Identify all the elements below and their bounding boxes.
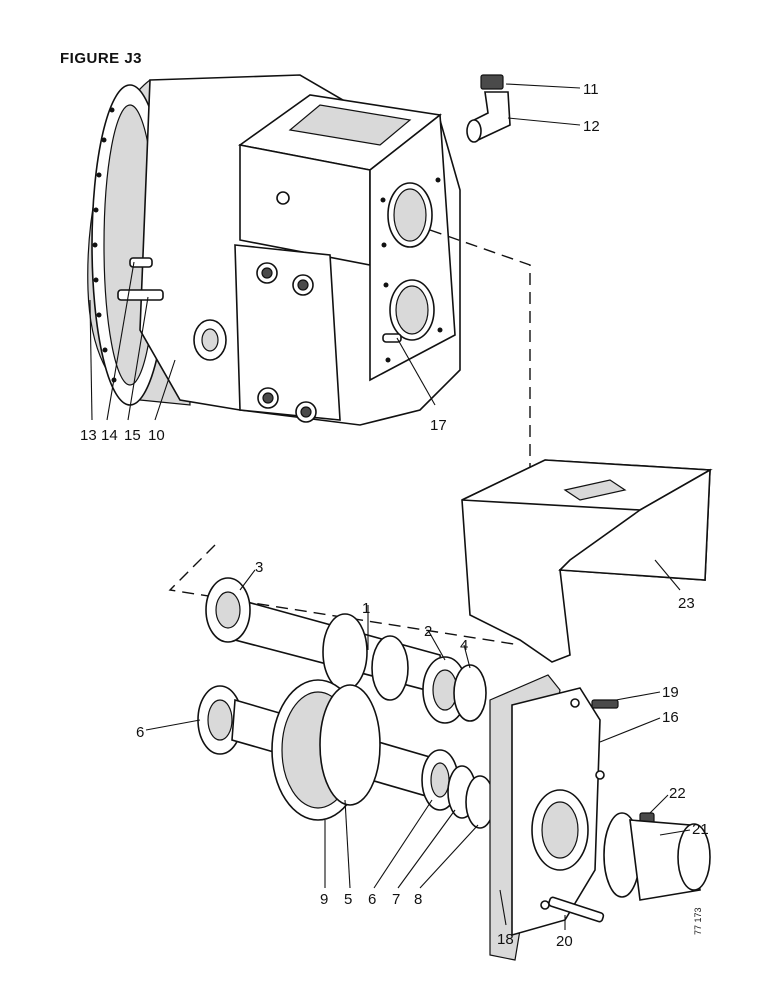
dowel-17 [382, 333, 402, 343]
callout-8: 8 [414, 891, 422, 908]
stud-20 [548, 896, 605, 923]
upper-shaft-assembly [205, 577, 487, 724]
callout-4: 4 [460, 637, 468, 654]
callout-19: 19 [662, 684, 679, 701]
callout-21: 21 [692, 821, 709, 838]
callout-10: 10 [148, 427, 165, 444]
gear-1b [371, 635, 409, 701]
lower-shaft-assembly [197, 679, 495, 829]
callout-9: 9 [320, 891, 328, 908]
callout-11: 11 [583, 81, 599, 98]
cap-21 [603, 812, 711, 901]
plug-and-elbow [466, 74, 511, 143]
callout-15: 15 [124, 427, 141, 444]
callout-labels: 11 12 13 14 15 10 17 23 3 1 2 4 6 19 16 … [80, 81, 709, 950]
transmission-housing [87, 74, 461, 426]
callout-18: 18 [497, 931, 514, 948]
callout-13: 13 [80, 427, 97, 444]
callout-1: 1 [362, 600, 370, 617]
plug-11 [480, 74, 504, 90]
callout-7: 7 [392, 891, 400, 908]
callout-14: 14 [101, 427, 118, 444]
gear-9-small [319, 684, 381, 806]
cover-assembly [489, 674, 605, 961]
gear-1a [322, 613, 368, 691]
washer-4 [453, 664, 487, 722]
figure-title: FIGURE J3 [60, 50, 143, 67]
callout-20: 20 [556, 933, 573, 950]
stud-15 [117, 289, 164, 301]
guard-23 [461, 459, 713, 663]
callout-17: 17 [430, 417, 447, 434]
callout-6-right: 6 [368, 891, 376, 908]
callout-6-left: 6 [136, 724, 144, 741]
callout-3: 3 [255, 559, 263, 576]
callout-2: 2 [424, 623, 432, 640]
callout-16: 16 [662, 709, 679, 726]
bolt-19 [591, 699, 619, 709]
callout-22: 22 [669, 785, 686, 802]
callout-12: 12 [583, 118, 600, 135]
callout-23: 23 [678, 595, 695, 612]
callout-5: 5 [344, 891, 352, 908]
leader-lines [89, 83, 691, 930]
